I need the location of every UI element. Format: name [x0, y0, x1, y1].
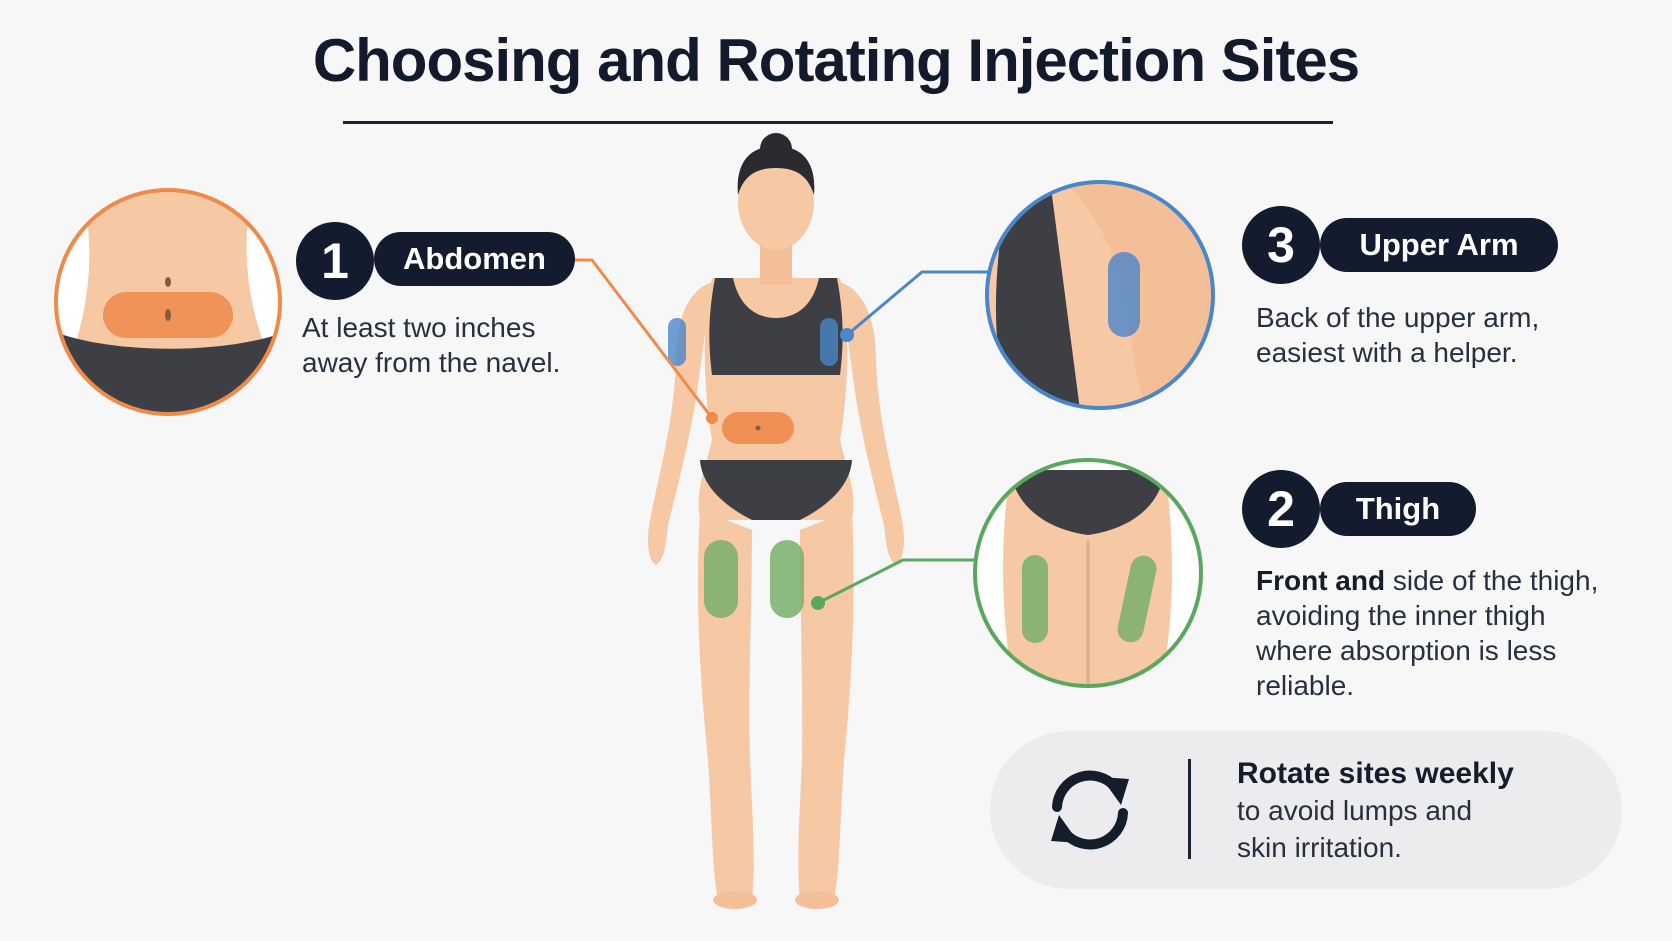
abdomen-desc-line1: At least two inches [302, 312, 536, 343]
thigh-description: Front and side of the thigh, avoiding th… [1256, 563, 1598, 703]
upper-arm-closeup [985, 180, 1215, 410]
thigh-title-pill: Thigh [1320, 482, 1476, 536]
left-arm-site-marker [668, 318, 686, 366]
right-thigh-site-marker [770, 540, 804, 618]
page-title: Choosing and Rotating Injection Sites [312, 27, 1360, 94]
thigh-desc-line1: Front and side of the thigh, [1256, 563, 1598, 598]
human-figure [648, 133, 904, 909]
thigh-desc-line1-rest: side of the thigh, [1385, 565, 1599, 596]
upper-arm-desc-line2: easiest with a helper. [1256, 337, 1518, 368]
abdomen-number-badge: 1 [296, 222, 374, 300]
upper-arm-description: Back of the upper arm, easiest with a he… [1256, 300, 1539, 370]
title-underline [343, 121, 1333, 124]
right-arm-site-marker [820, 318, 838, 366]
thigh-number-badge: 2 [1242, 470, 1320, 548]
abdomen-description: At least two inches away from the navel. [302, 310, 560, 380]
rotation-divider [1188, 759, 1191, 859]
rotation-tip-box: Rotate sites weekly to avoid lumps and s… [990, 731, 1622, 889]
abdomen-desc-line2: away from the navel. [302, 347, 561, 378]
rotate-arrows-icon [1051, 770, 1129, 850]
thigh-desc-emphasis: Front and [1256, 565, 1386, 596]
thigh-desc-line4: reliable. [1256, 670, 1355, 701]
rotation-tip-heading: Rotate sites weekly [1237, 757, 1514, 790]
upper-arm-desc-line1: Back of the upper arm, [1256, 302, 1540, 333]
left-thigh-site-marker [704, 540, 738, 618]
thigh-connector [817, 558, 975, 605]
abdomen-title-pill: Abdomen [374, 232, 575, 286]
thigh-desc-line3: where absorption is less [1256, 635, 1557, 666]
rotation-tip-line2: to avoid lumps and [1237, 795, 1473, 826]
rotation-tip-text: Rotate sites weekly to avoid lumps and s… [1237, 755, 1514, 866]
thigh-desc-line2: avoiding the inner thigh [1256, 600, 1546, 631]
thigh-closeup [973, 458, 1203, 688]
abdomen-closeup [54, 188, 282, 416]
upper-arm-connector [846, 270, 990, 337]
upper-arm-number-badge: 3 [1242, 206, 1320, 284]
abdomen-connector [575, 258, 714, 419]
rotation-tip-line3: skin irritation. [1237, 832, 1402, 863]
upper-arm-title-pill: Upper Arm [1320, 218, 1558, 272]
